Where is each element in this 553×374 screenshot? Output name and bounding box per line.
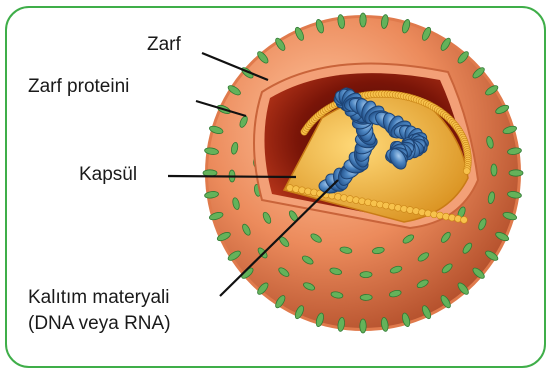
label-envelope: Zarf xyxy=(147,34,181,56)
label-envelope-protein: Zarf proteini xyxy=(28,76,129,98)
label-capsid: Kapsül xyxy=(79,164,137,186)
capsid-leader xyxy=(168,176,296,177)
label-genetic-material: Kalıtım materyali xyxy=(28,287,169,309)
label-genetic-material-note: (DNA veya RNA) xyxy=(28,313,171,335)
